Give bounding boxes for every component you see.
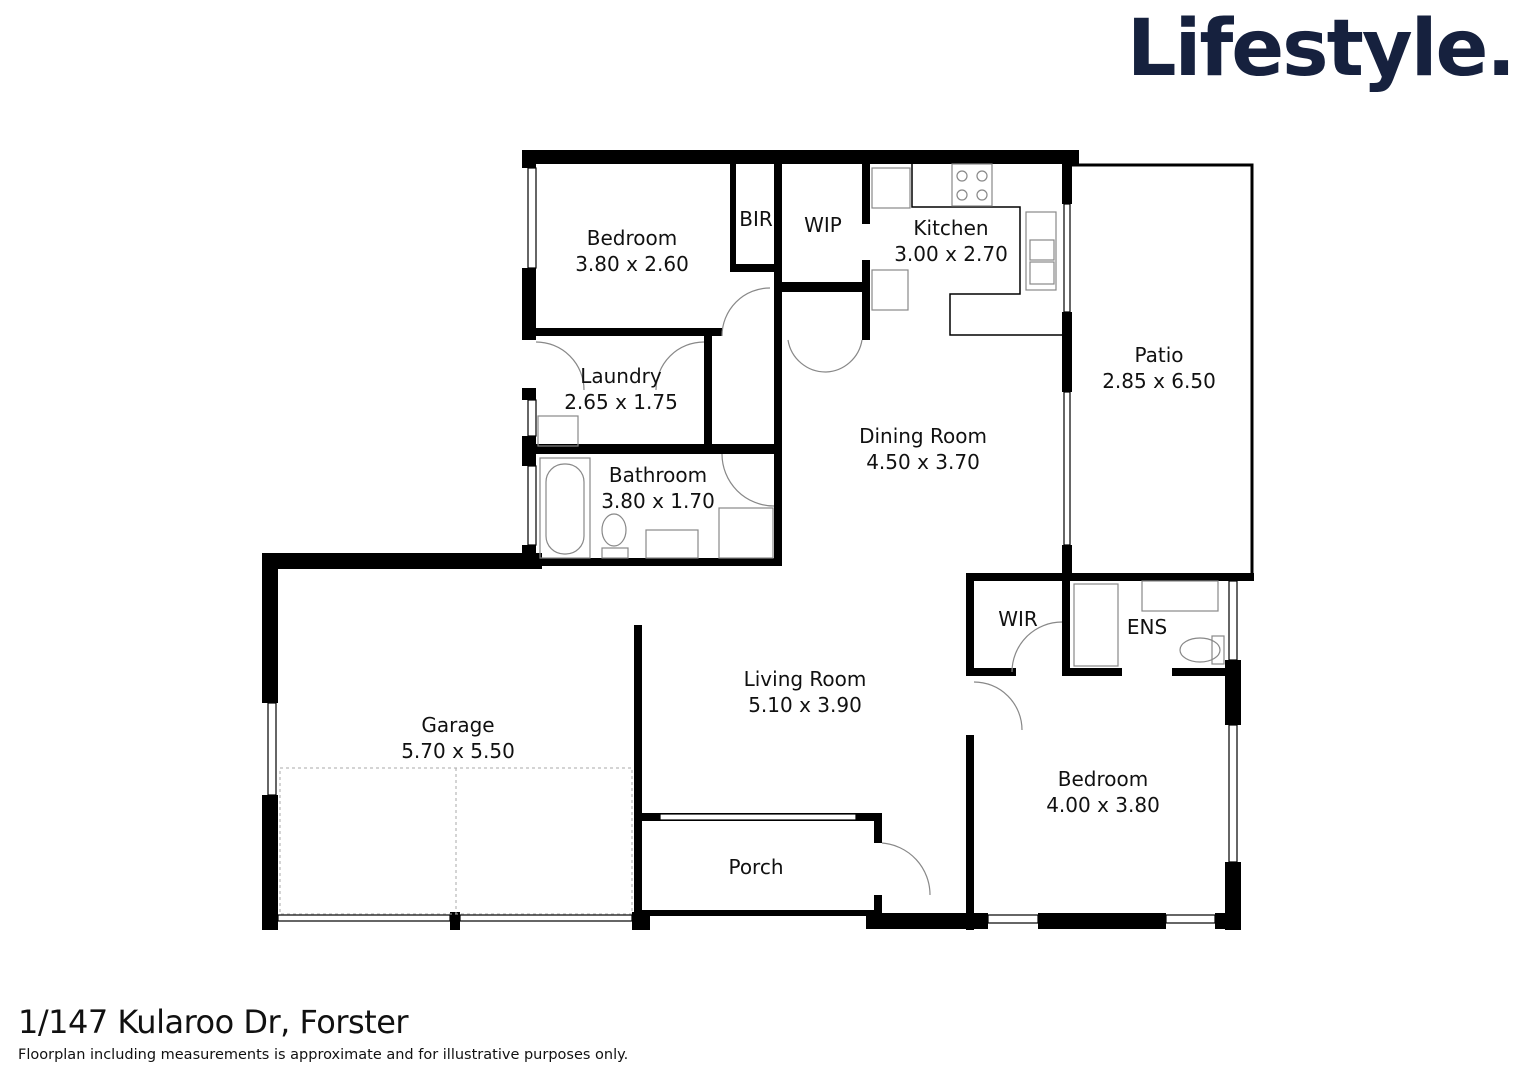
room-name: Patio bbox=[1134, 343, 1184, 367]
room-name: Dining Room bbox=[859, 424, 987, 448]
room-name: Bedroom bbox=[586, 226, 678, 250]
brand-logo: Lifestyle. bbox=[1126, 4, 1516, 94]
room-size: 4.50 x 3.70 bbox=[866, 450, 980, 474]
disclaimer: Floorplan including measurements is appr… bbox=[18, 1047, 629, 1063]
room-label-bedroom1: Bedroom 3.80 x 2.60 bbox=[575, 225, 689, 277]
room-label-porch: Porch bbox=[728, 854, 783, 880]
walls bbox=[262, 150, 1254, 930]
property-address: 1/147 Kularoo Dr, Forster bbox=[18, 1003, 409, 1041]
room-name: BIR bbox=[739, 207, 773, 231]
room-label-ens: ENS bbox=[1127, 614, 1167, 640]
room-label-laundry: Laundry 2.65 x 1.75 bbox=[564, 363, 678, 415]
room-name: Kitchen bbox=[913, 216, 989, 240]
room-label-dining: Dining Room 4.50 x 3.70 bbox=[859, 423, 987, 475]
room-name: ENS bbox=[1126, 615, 1168, 639]
room-label-kitchen: Kitchen 3.00 x 2.70 bbox=[894, 215, 1008, 267]
room-size: 3.00 x 2.70 bbox=[894, 242, 1008, 266]
room-name: Laundry bbox=[580, 364, 662, 388]
room-size: 5.70 x 5.50 bbox=[401, 739, 515, 763]
room-name: WIR bbox=[998, 607, 1038, 631]
room-name: Porch bbox=[728, 855, 784, 879]
door-swings bbox=[535, 287, 1063, 896]
room-name: Garage bbox=[421, 713, 495, 737]
room-size: 3.80 x 2.60 bbox=[575, 252, 689, 276]
room-label-bedroom2: Bedroom 4.00 x 3.80 bbox=[1046, 766, 1160, 818]
room-name: Bedroom bbox=[1057, 767, 1149, 791]
room-size: 5.10 x 3.90 bbox=[748, 693, 862, 717]
fixtures bbox=[537, 163, 1225, 667]
room-size: 4.00 x 3.80 bbox=[1046, 793, 1160, 817]
room-label-patio: Patio 2.85 x 6.50 bbox=[1102, 342, 1216, 394]
room-name: Living Room bbox=[743, 667, 867, 691]
room-size: 3.80 x 1.70 bbox=[601, 489, 715, 513]
room-size: 2.85 x 6.50 bbox=[1102, 369, 1216, 393]
garage-door-outline bbox=[279, 767, 633, 915]
room-label-wir: WIR bbox=[998, 606, 1038, 632]
kitchen-benches bbox=[911, 164, 1062, 336]
room-name: WIP bbox=[804, 213, 842, 237]
room-label-bir: BIR bbox=[739, 206, 773, 232]
room-name: Bathroom bbox=[608, 463, 708, 487]
room-label-living: Living Room 5.10 x 3.90 bbox=[744, 666, 867, 718]
room-label-garage: Garage 5.70 x 5.50 bbox=[401, 712, 515, 764]
room-label-bathroom: Bathroom 3.80 x 1.70 bbox=[601, 462, 715, 514]
room-label-wip: WIP bbox=[804, 212, 842, 238]
windows bbox=[267, 167, 1238, 924]
room-size: 2.65 x 1.75 bbox=[564, 390, 678, 414]
